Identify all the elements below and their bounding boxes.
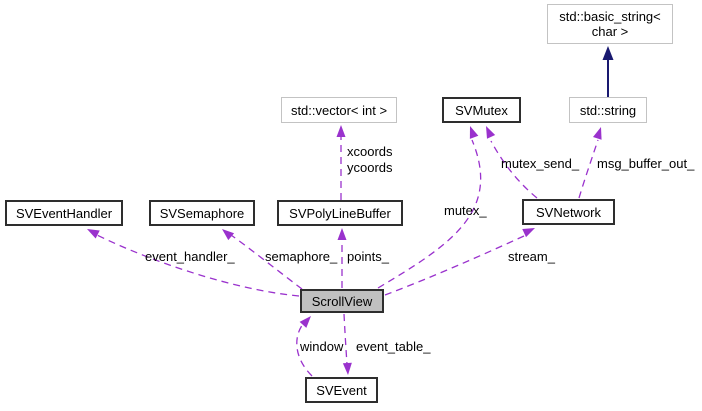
edge-label-xcoords-ycoords: xcoords ycoords [347,144,393,175]
node-svsemaphore[interactable]: SVSemaphore [149,200,255,226]
node-std-vector-int: std::vector< int > [281,97,397,123]
edge-label-points: points_ [347,249,389,264]
edge-label-event-table: event_table_ [356,339,431,354]
node-scrollview: ScrollView [300,289,384,313]
node-svnetwork[interactable]: SVNetwork [522,199,615,225]
edge-inheritance-string [602,46,614,97]
edge-dependencies [87,125,602,377]
edge-label-mutex: mutex_ [444,203,487,218]
node-std-basic-string: std::basic_string< char > [547,4,673,44]
edge-label-window: window [300,339,344,354]
edge-label-mutex-send: mutex_send_ [501,156,580,171]
edge-label-stream: stream_ [508,249,555,264]
node-std-string: std::string [569,97,647,123]
node-svevent[interactable]: SVEvent [305,377,378,403]
node-svmutex[interactable]: SVMutex [442,97,521,123]
edge-label-semaphore: semaphore_ [265,249,338,264]
edge-label-msg-buffer-out: msg_buffer_out_ [597,156,695,171]
node-sveventhandler[interactable]: SVEventHandler [5,200,123,226]
node-svpolylinebuffer[interactable]: SVPolyLineBuffer [277,200,403,226]
edge-label-event-handler: event_handler_ [145,249,235,264]
